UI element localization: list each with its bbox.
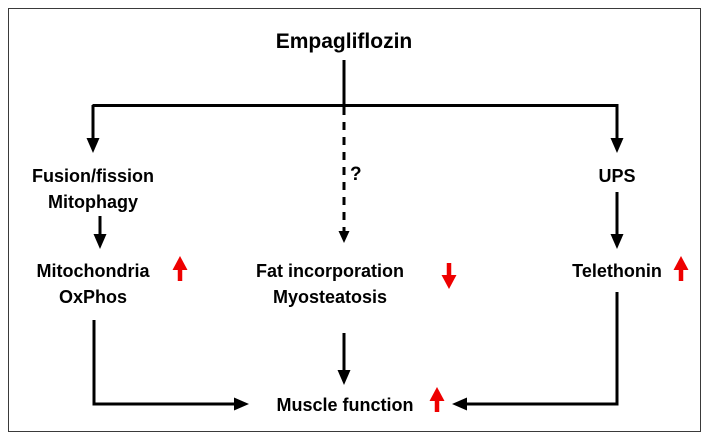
node-ups-label: UPS [598,166,635,186]
node-fat-incorporation-label: Fat incorporation [256,261,404,281]
node-myosteatosis-label: Myosteatosis [273,287,387,307]
edge-bus-to-right-branch [610,105,624,153]
node-fusion-fission-label: Fusion/fission [32,166,154,186]
node-mitophagy-label: Mitophagy [48,192,138,212]
node-muscle-function-label: Muscle function [276,395,413,415]
edge-left-outcome-to-final [92,320,249,411]
edge-right-branch-to-right-outcome [610,192,624,249]
node-empagliflozin-label: Empagliflozin [276,30,413,53]
edge-bus-to-left-branch [86,105,100,153]
question-mark-label: ? [350,164,362,185]
mitochondria-up-arrow-icon [172,256,188,281]
node-telethonin-label: Telethonin [572,261,662,281]
edge-center-outcome-to-final [337,333,351,385]
edge-bus-to-center-outcome-dashed [338,107,350,243]
muscle-function-up-arrow-icon [429,387,445,412]
telethonin-up-arrow-icon [673,256,689,281]
fat-incorporation-down-arrow-icon [441,263,457,289]
node-oxphos-label: OxPhos [59,287,127,307]
edge-right-outcome-to-final [452,292,619,411]
figure-border [8,8,701,432]
edge-left-branch-to-left-outcome [93,216,107,249]
node-mitochondria-label: Mitochondria [37,261,151,281]
